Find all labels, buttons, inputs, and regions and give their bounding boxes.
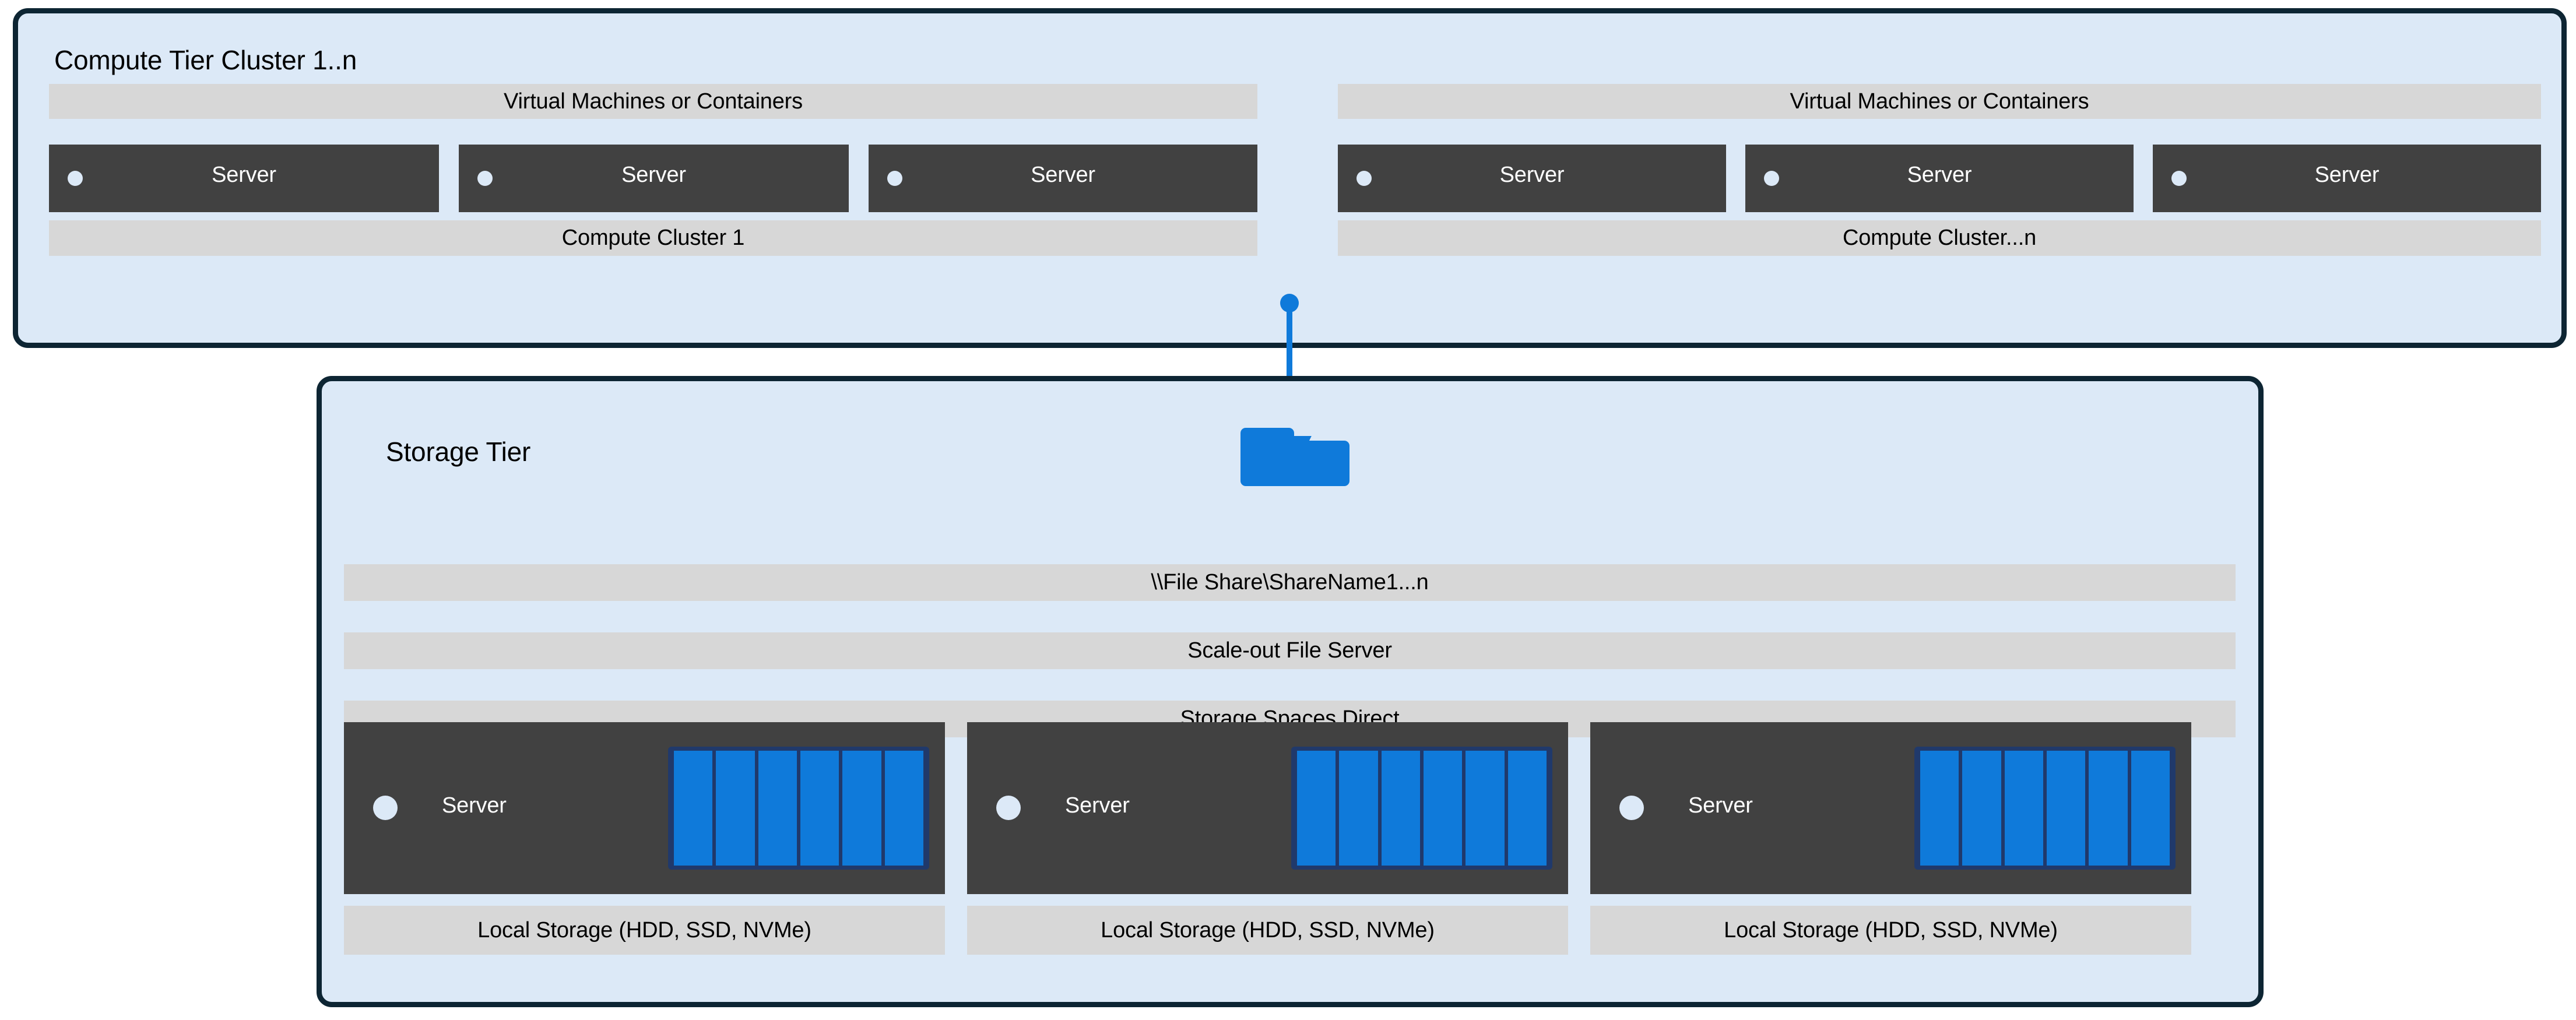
- compute-cluster-n-server-1[interactable]: Server: [1338, 145, 1726, 212]
- disk-icon: [1339, 751, 1378, 866]
- status-led-icon: [996, 796, 1021, 820]
- disk-icon: [1297, 751, 1336, 866]
- disk-icon: [674, 751, 713, 866]
- server-label: Server: [442, 793, 507, 818]
- storage-node-3-server[interactable]: Server: [1590, 722, 2191, 894]
- status-led-icon: [887, 171, 902, 186]
- server-label: Server: [1499, 163, 1565, 187]
- disk-icon: [800, 751, 839, 866]
- compute-tier-container: Compute Tier Cluster 1..n Virtual Machin…: [13, 8, 2567, 348]
- disk-icon: [1423, 751, 1463, 866]
- server-label: Server: [2314, 163, 2380, 187]
- compute-cluster-1-header: Virtual Machines or Containers: [49, 84, 1257, 119]
- storage-tier-title: Storage Tier: [386, 437, 531, 467]
- storage-node-1-footer: Local Storage (HDD, SSD, NVMe): [344, 906, 945, 955]
- storage-node-1-server[interactable]: Server: [344, 722, 945, 894]
- status-led-icon: [1764, 171, 1779, 186]
- disk-icon: [2131, 751, 2170, 866]
- compute-cluster-n-header: Virtual Machines or Containers: [1338, 84, 2541, 119]
- disk-array: [1914, 747, 2176, 870]
- connector-line-icon: [1287, 301, 1292, 411]
- storage-node-2-server[interactable]: Server: [967, 722, 1568, 894]
- compute-cluster-n-server-3[interactable]: Server: [2153, 145, 2541, 212]
- file-share-bar: \\File Share\ShareName1...n: [344, 564, 2236, 601]
- server-label: Server: [1907, 163, 1972, 187]
- storage-node-3-footer: Local Storage (HDD, SSD, NVMe): [1590, 906, 2191, 955]
- disk-icon: [1920, 751, 1959, 866]
- compute-cluster-1-server-2[interactable]: Server: [459, 145, 849, 212]
- disk-icon: [884, 751, 923, 866]
- folder-icon: [1240, 428, 1349, 486]
- disk-array: [668, 747, 929, 870]
- compute-cluster-n-server-2[interactable]: Server: [1745, 145, 2134, 212]
- server-label: Server: [621, 163, 686, 187]
- disk-icon: [2046, 751, 2086, 866]
- disk-icon: [2089, 751, 2128, 866]
- server-label: Server: [1065, 793, 1130, 818]
- server-label: Server: [1031, 163, 1095, 187]
- compute-cluster-1-footer: Compute Cluster 1: [49, 220, 1257, 256]
- storage-tier-container: Storage Tier \\File Share\ShareName1...n…: [317, 376, 2264, 1007]
- status-led-icon: [68, 171, 83, 186]
- disk-icon: [1962, 751, 2001, 866]
- disk-array: [1291, 747, 1552, 870]
- compute-tier-title: Compute Tier Cluster 1..n: [54, 45, 357, 75]
- compute-cluster-n-footer: Compute Cluster...n: [1338, 220, 2541, 256]
- status-led-icon: [2171, 171, 2187, 186]
- status-led-icon: [1356, 171, 1372, 186]
- server-label: Server: [1688, 793, 1753, 818]
- disk-icon: [1466, 751, 1505, 866]
- disk-icon: [758, 751, 797, 866]
- storage-node-2-footer: Local Storage (HDD, SSD, NVMe): [967, 906, 1568, 955]
- status-led-icon: [1619, 796, 1644, 820]
- disk-icon: [716, 751, 755, 866]
- disk-icon: [1381, 751, 1420, 866]
- compute-cluster-1-server-1[interactable]: Server: [49, 145, 439, 212]
- compute-cluster-1-server-3[interactable]: Server: [869, 145, 1257, 212]
- disk-icon: [842, 751, 881, 866]
- folder-body-shape: [1240, 441, 1349, 486]
- disk-icon: [1507, 751, 1547, 866]
- status-led-icon: [373, 796, 398, 820]
- status-led-icon: [477, 171, 493, 186]
- disk-icon: [2004, 751, 2043, 866]
- scale-out-file-server-bar: Scale-out File Server: [344, 632, 2236, 669]
- server-label: Server: [212, 163, 276, 187]
